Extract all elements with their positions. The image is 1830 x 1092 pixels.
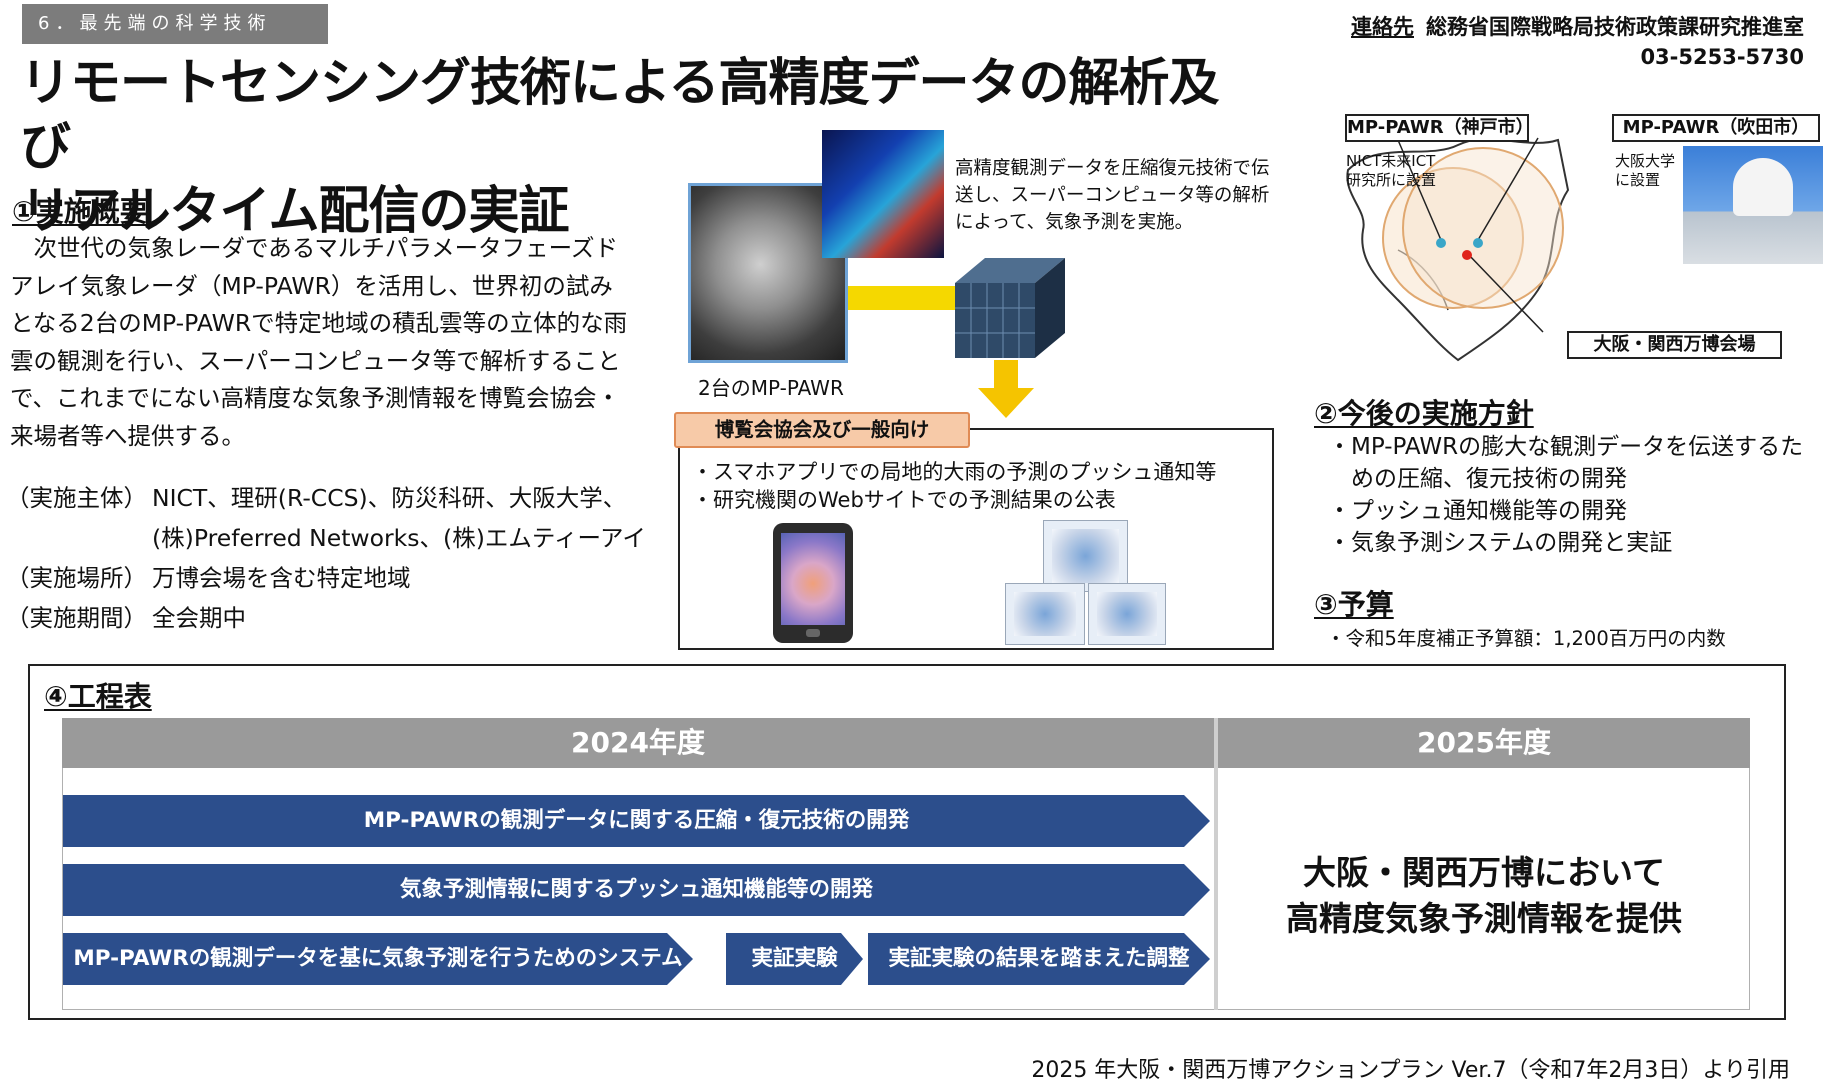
schedule-goal: 大阪・関西万博において 高精度気象予測情報を提供 [1222,850,1746,942]
goal-line-1: 大阪・関西万博において [1302,853,1665,892]
goal-line-2: 高精度気象予測情報を提供 [1286,899,1682,938]
web-screenshot-1 [1043,520,1128,592]
contact-phone: 03-5253-5730 [1640,45,1804,69]
simulation-text: 高精度観測データを圧縮復元技術で伝送し、スーパーコンピュータ等の解析によって、気… [955,158,1270,233]
radar-photo [688,183,848,363]
source-note: 2025 年大阪・関西万博アクションプラン Ver.7（令和7年2月3日）より引… [1031,1058,1790,1083]
public-list: ・スマホアプリでの局地的大雨の予測のプッシュ通知等 ・研究機関のWebサイトでの… [692,458,1216,514]
schedule-bar-compression: MP-PAWRの観測データに関する圧縮・復元技術の開発 [63,795,1210,847]
policy-heading: ②今後の実施方針 [1314,397,1534,430]
contact-org: 総務省国際戦略局技術政策課研究推進室 [1426,15,1804,39]
place-value: 万博会場を含む特定地域 [152,564,411,592]
period-value: 全会期中 [152,604,246,632]
note-osaka-line-2: に設置 [1615,171,1661,189]
budget-heading: ③予算 [1314,588,1394,621]
note-osaka: 大阪大学 に設置 [1615,152,1675,190]
simulation-image [822,130,944,258]
radar-dome-photo [1683,146,1823,264]
server-rack-icon [955,258,1065,358]
radar-caption: 2台のMP-PAWR [698,376,844,400]
schedule-bar-experiment: 実証実験 [726,933,863,985]
down-arrow-icon [978,360,1034,418]
map-kansai [1346,137,1570,362]
smartphone-icon [773,523,853,643]
tag-expo: 大阪・関西万博会場 [1567,331,1782,359]
public-item-1: ・スマホアプリでの局地的大雨の予測のプッシュ通知等 [692,460,1217,484]
title-line-2: リアルタイム配信の実証 [20,182,569,241]
year-divider [1214,718,1218,1010]
year-2025-header: 2025年度 [1218,718,1750,768]
place-label: （実施場所） [6,564,147,592]
schedule-bar-push: 気象予測情報に関するプッシュ通知機能等の開発 [63,864,1210,916]
title-line-1: リモートセンシング技術による高精度データの解析及び [20,54,1219,177]
overview-heading: ①実施概要 [12,195,148,228]
policy-item-1a: ・MP-PAWRの膨大な観測データを伝送するた [1328,434,1804,460]
public-tab: 博覧会協会及び一般向け [674,412,970,448]
note-osaka-line-1: 大阪大学 [1615,152,1676,170]
schedule-box [28,664,1786,1020]
implementation-info: （実施主体）NICT、理研(R-CCS)、防災科研、大阪大学、 (株)Prefe… [6,478,666,638]
schedule-bar-adjust: 実証実験の結果を踏まえた調整 [868,933,1210,985]
policy-item-2: ・プッシュ通知機能等の開発 [1328,498,1627,524]
policy-list: ・MP-PAWRの膨大な観測データを伝送するた めの圧縮、復元技術の開発 ・プッ… [1328,431,1828,559]
flow-arrow-horizontal [848,286,958,310]
section-tag: 6．最先端の科学技術 [22,4,328,44]
schedule-bar-system: MP-PAWRの観測データを基に気象予測を行うためのシステム開発 [63,933,693,985]
budget-text: ・令和5年度補正予算額：1,200百万円の内数 [1326,627,1726,650]
public-box [678,428,1274,650]
page-title: リモートセンシング技術による高精度データの解析及び リアルタイム配信の実証 [20,52,1250,244]
schedule-heading: ④工程表 [44,680,152,713]
overview-body: 次世代の気象レーダであるマルチパラメータフェーズドアレイ気象レーダ（MP-PAW… [10,234,628,450]
note-nict-line-2: 研究所に設置 [1346,171,1437,189]
policy-item-1b: めの圧縮、復元技術の開発 [1328,466,1627,492]
period-label: （実施期間） [6,604,147,632]
policy-item-3: ・気象予測システムの開発と実証 [1328,530,1673,556]
year-2024-header: 2024年度 [62,718,1214,768]
public-item-2: ・研究機関のWebサイトでの予測結果の公表 [692,488,1116,512]
contact-info: 連絡先総務省国際戦略局技術政策課研究推進室 03-5253-5730 [1351,12,1804,72]
web-screenshot-3 [1088,583,1166,645]
note-nict: NICT未来ICT 研究所に設置 [1346,152,1436,190]
web-screenshot-2 [1005,583,1085,645]
contact-label: 連絡先 [1351,15,1414,39]
entity-value-2: (株)Preferred Networks、(株)エムティーアイ [152,524,646,552]
tag-kobe: MP-PAWR（神戸市） [1345,114,1534,142]
note-nict-line-1: NICT未来ICT [1346,152,1436,170]
tag-suita: MP-PAWR（吹田市） [1612,114,1820,142]
entity-value-1: NICT、理研(R-CCS)、防災科研、大阪大学、 [152,484,627,512]
entity-label: （実施主体） [6,484,147,512]
